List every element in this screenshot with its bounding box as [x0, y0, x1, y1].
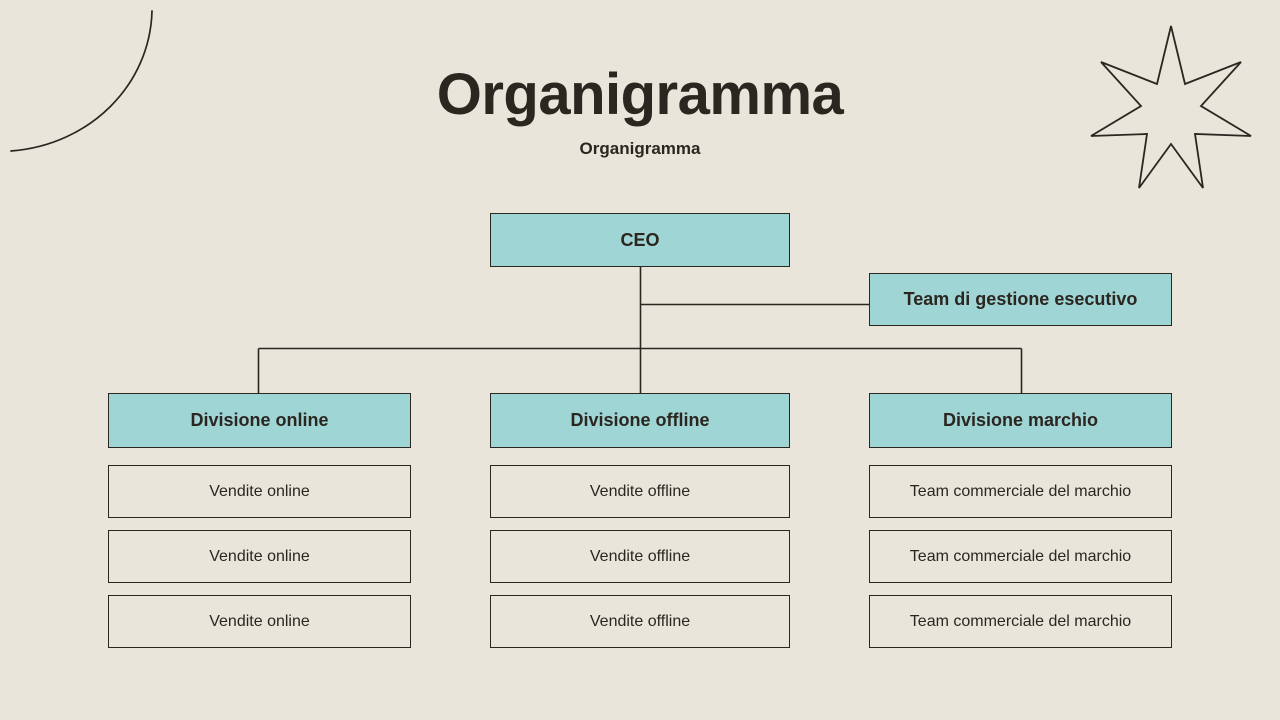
- leaf-offline-2[interactable]: Vendite offline: [490, 530, 790, 583]
- leaf-marchio-3[interactable]: Team commerciale del marchio: [869, 595, 1172, 648]
- leaf-offline-3[interactable]: Vendite offline: [490, 595, 790, 648]
- node-division-marchio[interactable]: Divisione marchio: [869, 393, 1172, 448]
- leaf-online-2[interactable]: Vendite online: [108, 530, 411, 583]
- leaf-offline-1[interactable]: Vendite offline: [490, 465, 790, 518]
- page-subtitle: Organigramma: [579, 139, 701, 158]
- leaf-online-1[interactable]: Vendite online: [108, 465, 411, 518]
- leaf-online-3[interactable]: Vendite online: [108, 595, 411, 648]
- leaf-marchio-1[interactable]: Team commerciale del marchio: [869, 465, 1172, 518]
- leaf-marchio-2[interactable]: Team commerciale del marchio: [869, 530, 1172, 583]
- node-division-offline[interactable]: Divisione offline: [490, 393, 790, 448]
- page-title: Organigramma: [436, 62, 844, 127]
- node-division-online[interactable]: Divisione online: [108, 393, 411, 448]
- node-ceo[interactable]: CEO: [490, 213, 790, 267]
- node-executive-management-team[interactable]: Team di gestione esecutivo: [869, 273, 1172, 326]
